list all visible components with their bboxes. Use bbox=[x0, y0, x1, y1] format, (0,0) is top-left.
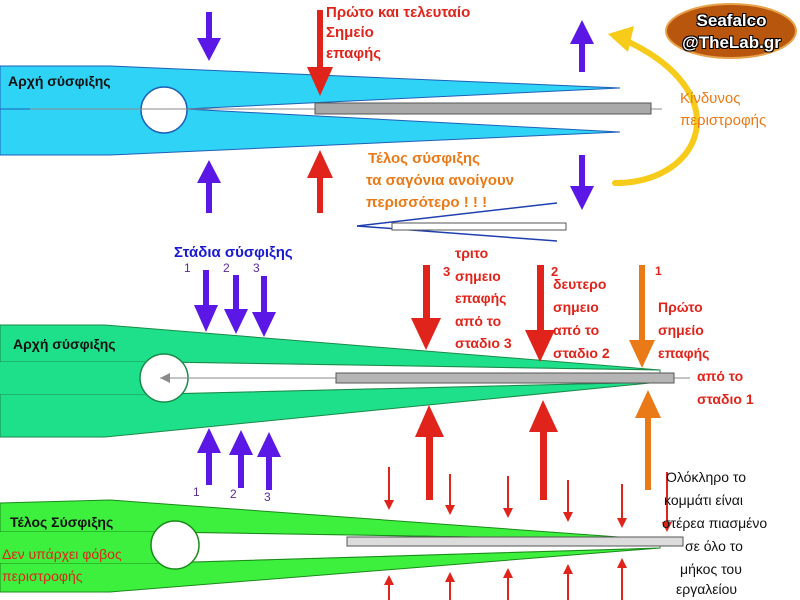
stage3-red-arrow-down bbox=[411, 265, 441, 350]
stage2-line3: από το bbox=[553, 322, 600, 338]
stage1-line3: επαφής bbox=[658, 345, 710, 361]
stage2-red-arrow-down bbox=[525, 265, 555, 362]
stage-label-bottom-1: 1 bbox=[193, 485, 200, 499]
stage-label-top-2: 2 bbox=[223, 261, 230, 275]
stage1-line1: Πρώτο bbox=[658, 299, 703, 315]
stage3-line1: τριτο bbox=[455, 245, 489, 261]
stage-arrow-bottom-2 bbox=[229, 430, 253, 488]
stage3-red-arrow-up bbox=[415, 405, 444, 500]
top-collet bbox=[0, 65, 662, 242]
top-blue-arrow-up-left bbox=[197, 160, 221, 213]
stage-label-top-3: 3 bbox=[253, 261, 260, 275]
bottom-label-end: Τέλος Σύσφιξης bbox=[10, 514, 114, 530]
stage-arrow-top-2 bbox=[224, 275, 248, 334]
bottom-whole-line2: κομμάτι είναι bbox=[664, 492, 743, 508]
bottom-arrow-up-4 bbox=[563, 564, 573, 600]
top-red-arrow-up bbox=[307, 150, 333, 213]
bottom-arrow-down-5 bbox=[617, 484, 627, 528]
middle-label-start: Αρχή σύσφιξης bbox=[13, 336, 116, 352]
top-first-last-line2: Σημείο bbox=[326, 24, 374, 41]
middle-collet bbox=[0, 324, 690, 438]
top-end-line2: τα σαγόνια ανοίγουν bbox=[366, 172, 515, 189]
top-blue-arrow-down-left bbox=[197, 12, 221, 61]
stage1-orange-arrow-down bbox=[629, 265, 655, 368]
top-collet-lower-jaw bbox=[0, 108, 621, 156]
bottom-whole-line5: μήκος του bbox=[680, 561, 742, 577]
top-blue-arrow-up-right bbox=[570, 20, 594, 72]
bottom-arrow-up-1 bbox=[384, 575, 394, 600]
opened-jaw-workpiece bbox=[391, 222, 567, 231]
bottom-workpiece bbox=[346, 536, 684, 547]
rotation-danger-arc bbox=[612, 35, 700, 186]
stage-arrow-top-1 bbox=[194, 270, 218, 332]
top-first-last-line3: επαφής bbox=[326, 45, 382, 62]
bottom-no-fear-line2: περιστροφής bbox=[2, 568, 83, 584]
stage-label-bottom-2: 2 bbox=[230, 487, 237, 501]
stage-arrow-bottom-1 bbox=[197, 428, 221, 485]
seafalco-logo: Seafalco @TheLab.gr bbox=[665, 3, 798, 59]
bottom-arrow-down-3 bbox=[503, 476, 513, 518]
top-arrows bbox=[197, 10, 700, 213]
bottom-arrow-up-2 bbox=[445, 572, 455, 600]
stage3-line3: επαφής bbox=[455, 290, 507, 306]
stage2-line4: σταδιο 2 bbox=[553, 345, 610, 361]
top-blue-arrow-down-right bbox=[570, 155, 594, 210]
stage3-line5: σταδιο 3 bbox=[455, 335, 512, 351]
opened-jaw-bottom-line bbox=[356, 225, 558, 242]
top-end-line1: Τέλος σύσφιξης bbox=[368, 150, 480, 167]
stage-arrow-top-3 bbox=[252, 276, 276, 337]
top-danger-line2: περιστροφής bbox=[680, 112, 767, 129]
bottom-whole-line6: εργαλείου bbox=[676, 581, 738, 597]
bottom-whole-line3: στέρεα πιασμένο bbox=[662, 515, 768, 531]
top-end-line3: περισσότερο ! ! ! bbox=[366, 194, 488, 211]
stage1-line5: σταδιο 1 bbox=[697, 391, 754, 407]
opened-jaw-top-line bbox=[356, 202, 558, 227]
middle-axis-arrowhead bbox=[160, 373, 170, 383]
top-label-start: Αρχή σύσφιξης bbox=[8, 73, 111, 89]
stage2-line2: σημειο bbox=[553, 299, 599, 315]
bottom-whole-line4: σε όλο το bbox=[685, 538, 743, 554]
middle-label-stages: Στάδια σύσφιξης bbox=[174, 244, 293, 261]
bottom-collet-bore bbox=[150, 520, 200, 570]
logo-line2: @TheLab.gr bbox=[682, 33, 781, 52]
stage1-line4: από το bbox=[697, 368, 744, 384]
stage-arrow-bottom-3 bbox=[257, 432, 281, 490]
bottom-arrow-down-1 bbox=[384, 467, 394, 510]
stage2-red-arrow-up bbox=[529, 400, 558, 500]
top-first-last-line1: Πρώτο και τελευταίο bbox=[326, 4, 471, 21]
logo-line1: Seafalco bbox=[696, 11, 767, 30]
stage1-line2: σημείο bbox=[658, 322, 704, 338]
bottom-collet-body-fill bbox=[0, 532, 160, 563]
stage-label-bottom-3: 3 bbox=[264, 490, 271, 504]
middle-arrows bbox=[194, 265, 661, 500]
stage3-number: 3 bbox=[443, 264, 451, 279]
middle-collet-body-fill bbox=[0, 362, 160, 394]
bottom-arrow-up-3 bbox=[503, 568, 513, 600]
stage1-orange-arrow-up bbox=[635, 390, 661, 490]
top-red-arrow-down bbox=[307, 10, 333, 96]
bottom-arrows bbox=[384, 467, 672, 600]
top-workpiece bbox=[314, 102, 652, 115]
bottom-no-fear-line1: Δεν υπάρχει φόβος bbox=[2, 546, 122, 562]
middle-workpiece bbox=[335, 372, 675, 384]
stage-label-top-1: 1 bbox=[184, 261, 191, 275]
rotation-danger-arrowhead bbox=[608, 26, 634, 52]
top-danger-line1: Κίνδυνος bbox=[680, 90, 741, 107]
bottom-arrow-down-2 bbox=[445, 474, 455, 515]
stage2-number: 2 bbox=[551, 264, 559, 279]
bottom-arrow-down-6 bbox=[662, 472, 672, 532]
bottom-collet bbox=[0, 499, 684, 593]
bottom-arrow-up-5 bbox=[617, 558, 627, 600]
bottom-arrow-down-4 bbox=[563, 480, 573, 522]
bottom-whole-line1: Ολόκληρο το bbox=[666, 469, 747, 485]
stage3-line2: σημειο bbox=[455, 268, 501, 284]
stage3-line4: από το bbox=[455, 313, 502, 329]
top-collet-bore bbox=[140, 86, 188, 134]
stage1-number: 1 bbox=[655, 264, 662, 278]
logo-badge-shape bbox=[665, 3, 797, 59]
stage2-line1: δευτερο bbox=[553, 276, 607, 292]
